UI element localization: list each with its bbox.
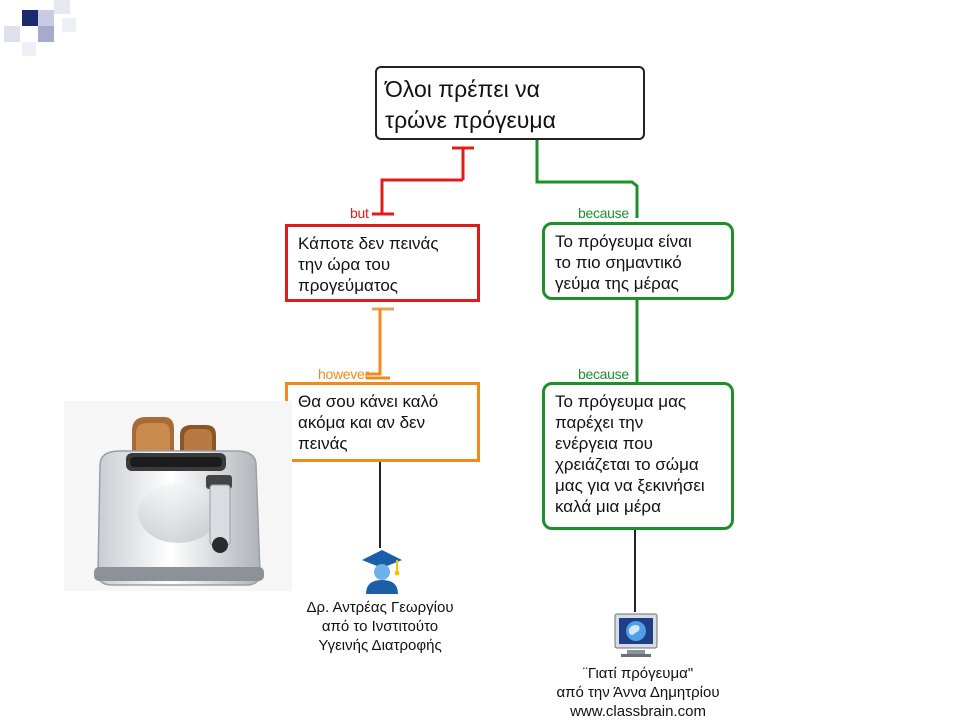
caption-line: www.classbrain.com [570, 703, 706, 720]
claim-box: Όλοι πρέπει να τρώνε πρόγευμα [375, 66, 645, 140]
reason-line: μας για να ξεκινήσει [555, 476, 705, 495]
toaster-image [64, 401, 292, 591]
reason-line: Το πρόγευμα μας [555, 392, 687, 411]
objection-box: Κάποτε δεν πεινάς την ώρα του προγεύματο… [285, 224, 480, 302]
connector-label-but: but [350, 205, 369, 221]
claim-line-2: τρώνε πρόγευμα [385, 107, 556, 133]
caption-line: ¨Γιατί πρόγευμα" [582, 665, 694, 682]
rebuttal-line: πεινάς [298, 434, 348, 453]
connector-label-because-2: because [578, 366, 629, 382]
connector-label-however: however [318, 366, 369, 382]
globe-monitor-icon [614, 613, 658, 657]
source-expert-caption: Δρ. Αντρέας Γεωργίου από το Ινστιτούτο Υ… [292, 598, 468, 655]
rebuttal-box: Θα σου κάνει καλό ακόμα και αν δεν πεινά… [285, 382, 480, 462]
caption-line: Δρ. Αντρέας Γεωργίου [306, 599, 454, 616]
reason-line: χρειάζεται το σώμα [555, 455, 699, 474]
objection-line: Κάποτε δεν πεινάς [298, 234, 439, 253]
reason-line: ενέργεια που [555, 434, 653, 453]
reason-line: το πιο σημαντικό [555, 253, 682, 272]
caption-line: από την Άννα Δημητρίου [556, 684, 720, 701]
reason-box-2: Το πρόγευμα μας παρέχει την ενέργεια που… [542, 382, 734, 530]
reason-line: παρέχει την [555, 413, 644, 432]
reason-box-1: Το πρόγευμα είναι το πιο σημαντικό γεύμα… [542, 222, 734, 300]
rebuttal-line: ακόμα και αν δεν [298, 413, 426, 432]
source-web-caption: ¨Γιατί πρόγευμα" από την Άννα Δημητρίου … [538, 664, 738, 721]
reason-line: γεύμα της μέρας [555, 274, 679, 293]
objection-line: την ώρα του [298, 255, 391, 274]
reason-line: Το πρόγευμα είναι [555, 232, 692, 251]
caption-line: Υγεινής Διατροφής [318, 637, 442, 654]
graduate-icon [362, 550, 402, 594]
reason-line: καλά μια μέρα [555, 497, 661, 516]
caption-line: από το Ινστιτούτο [321, 618, 439, 635]
rebuttal-line: Θα σου κάνει καλό [298, 392, 439, 411]
objection-line: προγεύματος [298, 276, 398, 295]
connector-label-because-1: because [578, 205, 629, 221]
claim-line-1: Όλοι πρέπει να [385, 76, 540, 102]
